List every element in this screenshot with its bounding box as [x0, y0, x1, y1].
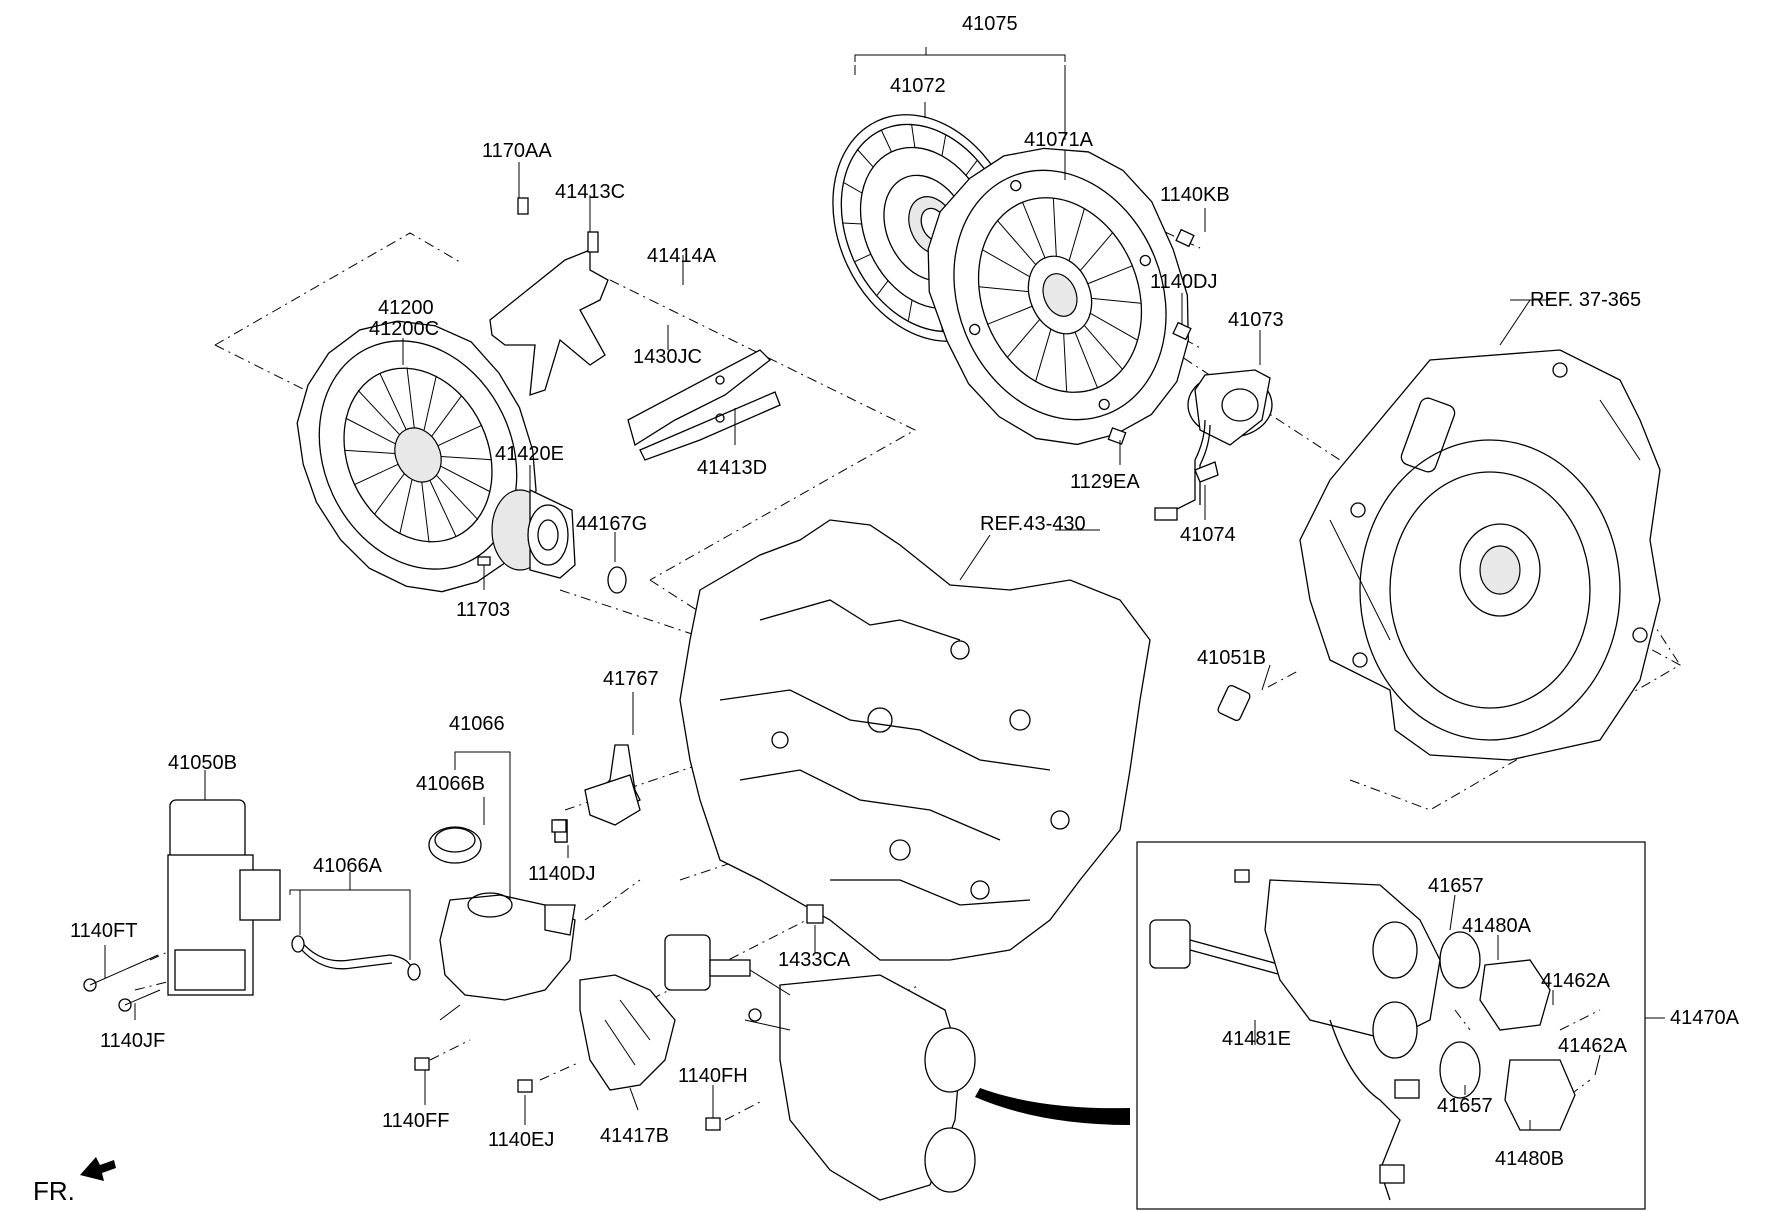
- label-41657-bot[interactable]: 41657: [1437, 1095, 1493, 1117]
- label-41074[interactable]: 41074: [1180, 524, 1236, 546]
- label-1140fh[interactable]: 1140FH: [678, 1065, 748, 1087]
- clutch-actuator-assembly-drawing: [664, 934, 976, 1201]
- label-1140jf[interactable]: 1140JF: [100, 1030, 165, 1052]
- concentric-slave-cylinder-drawing: [1154, 369, 1273, 521]
- bell-housing-drawing: [1299, 349, 1661, 761]
- hose-41066A-drawing: [291, 935, 421, 981]
- label-41481e[interactable]: 41481E: [1222, 1028, 1291, 1050]
- label-41072[interactable]: 41072: [890, 75, 946, 97]
- label-1140kb[interactable]: 1140KB: [1160, 184, 1230, 206]
- label-1140ft[interactable]: 1140FT: [70, 920, 137, 942]
- label-41657-top[interactable]: 41657: [1428, 875, 1484, 897]
- label-41066b[interactable]: 41066B: [416, 773, 485, 795]
- label-41413c[interactable]: 41413C: [555, 181, 625, 203]
- leader-lines: [104, 47, 1665, 1130]
- label-41073[interactable]: 41073: [1228, 309, 1284, 331]
- curved-leader-arrow: [975, 1088, 1130, 1125]
- label-41071a[interactable]: 41071A: [1024, 129, 1094, 151]
- label-1140dj-top[interactable]: 1140DJ: [1150, 271, 1217, 293]
- release-fork-drawing: [489, 231, 781, 461]
- label-41051b[interactable]: 41051B: [1197, 647, 1266, 669]
- label-11703[interactable]: 11703: [456, 599, 510, 621]
- front-direction-arrow: [80, 1157, 116, 1181]
- release-bearing-drawing: [477, 488, 627, 594]
- cover-41417B-drawing: [517, 974, 676, 1093]
- label-41075[interactable]: 41075: [962, 13, 1018, 35]
- oil-pump-actuator-drawing: [83, 799, 281, 1012]
- label-1129ea[interactable]: 1129EA: [1070, 471, 1140, 493]
- label-41066a[interactable]: 41066A: [313, 855, 383, 877]
- label-41413d[interactable]: 41413D: [697, 457, 767, 479]
- label-1433ca[interactable]: 1433CA: [778, 949, 851, 971]
- label-41480b[interactable]: 41480B: [1495, 1148, 1564, 1170]
- label-fr: FR.: [33, 1176, 75, 1206]
- gearbox-housing-drawing: [679, 519, 1151, 961]
- reservoir-41066-drawing: [414, 826, 576, 1071]
- label-1170aa[interactable]: 1170AA: [482, 140, 552, 162]
- label-41200[interactable]: 41200: [378, 297, 434, 319]
- label-41480a[interactable]: 41480A: [1462, 915, 1532, 937]
- clutch-cover-drawing: [296, 320, 537, 593]
- label-41462a-top[interactable]: 41462A: [1541, 970, 1611, 992]
- part-labels: 41075 41072 41071A 1170AA 41413C 41414A …: [33, 13, 1740, 1206]
- label-41066[interactable]: 41066: [449, 713, 505, 735]
- bracket-41767-drawing: [551, 774, 641, 843]
- pressure-plate-drawing: [927, 147, 1189, 446]
- label-44167g[interactable]: 44167G: [576, 513, 647, 535]
- label-41462a-bot[interactable]: 41462A: [1558, 1035, 1628, 1057]
- label-41414a[interactable]: 41414A: [647, 245, 717, 267]
- label-41200c[interactable]: 41200C: [369, 318, 439, 340]
- label-1140ff[interactable]: 1140FF: [382, 1110, 449, 1132]
- label-41470a[interactable]: 41470A: [1670, 1007, 1740, 1029]
- label-41050b[interactable]: 41050B: [168, 752, 237, 774]
- label-1430jc[interactable]: 1430JC: [633, 346, 702, 368]
- detail-inset-box: [1136, 841, 1646, 1210]
- label-41417b[interactable]: 41417B: [600, 1125, 669, 1147]
- label-1140ej[interactable]: 1140EJ: [488, 1129, 554, 1151]
- inset-actuator-drawing: [1149, 869, 1576, 1201]
- label-ref-37-365[interactable]: REF. 37-365: [1530, 289, 1641, 311]
- label-41767[interactable]: 41767: [603, 668, 659, 690]
- label-41420e[interactable]: 41420E: [495, 443, 564, 465]
- label-ref-43-430[interactable]: REF.43-430: [980, 513, 1086, 535]
- label-1140dj-mid[interactable]: 1140DJ: [528, 863, 595, 885]
